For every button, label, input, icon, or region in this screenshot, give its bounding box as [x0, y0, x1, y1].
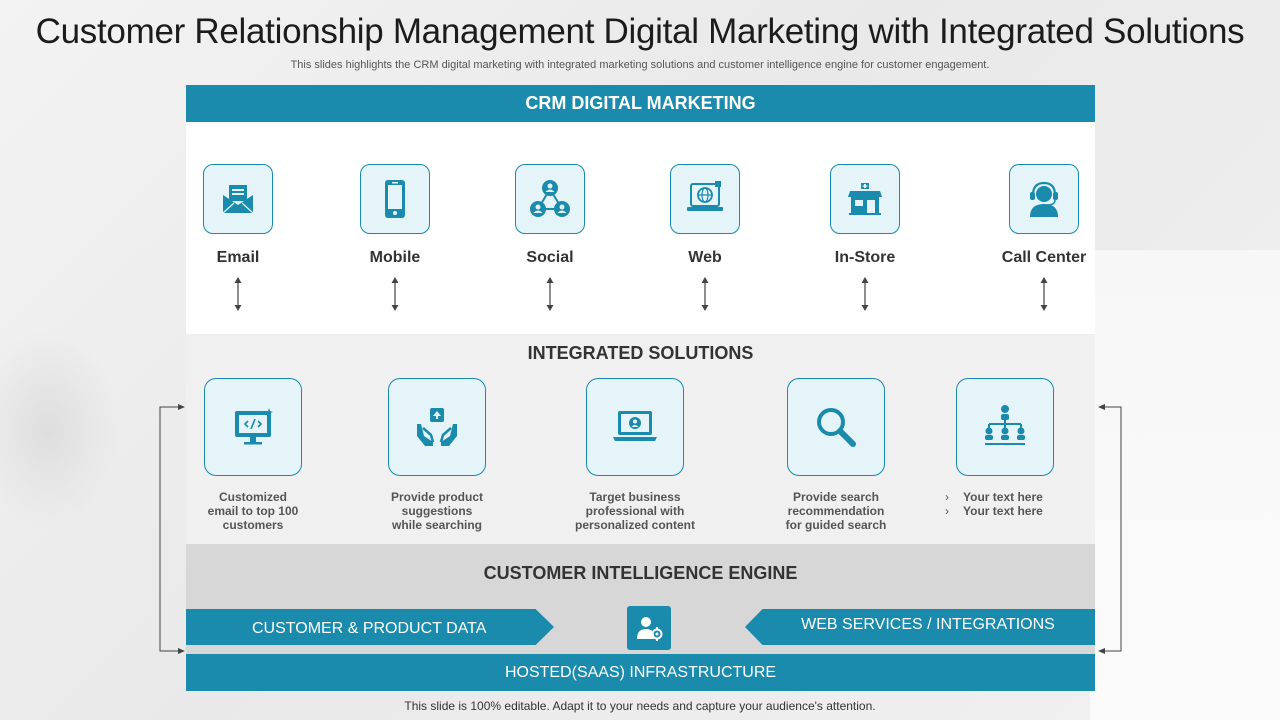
web-icon — [670, 164, 740, 234]
bullet-list: Your text here Your text here — [945, 490, 1065, 518]
hand-upload-icon — [388, 378, 486, 476]
channel-social: Social — [495, 164, 605, 316]
store-icon — [830, 164, 900, 234]
channel-web: Web — [650, 164, 760, 316]
integrated-solutions-panel: INTEGRATED SOLUTIONS Customized email to… — [186, 334, 1095, 544]
solution-label: Provide search recommendation for guided… — [785, 490, 887, 532]
channel-label: Call Center — [1001, 249, 1087, 266]
right-connector-arrow — [1098, 404, 1122, 654]
page-title: Customer Relationship Management Digital… — [35, 12, 1245, 51]
solution-label: Provide product suggestions while search… — [390, 490, 483, 532]
channel-in-store: In-Store — [810, 164, 920, 316]
channel-mobile: Mobile — [340, 164, 450, 316]
magnifier-icon — [787, 378, 885, 476]
channel-label: Web — [688, 249, 722, 266]
solution-label: Target business professional with person… — [574, 490, 696, 532]
mobile-icon — [360, 164, 430, 234]
bidirectional-arrow — [546, 277, 554, 311]
laptop-user-icon — [586, 378, 684, 476]
page-subtitle: This slides highlights the CRM digital m… — [290, 59, 990, 71]
channel-call-center: Call Center — [989, 164, 1099, 316]
solution-item: Target business professional with person… — [550, 378, 720, 532]
social-network-icon — [515, 164, 585, 234]
channel-label: Email — [216, 249, 260, 266]
bullet-item: Your text here — [945, 490, 1065, 504]
background-decoration — [0, 330, 120, 530]
headset-icon — [1009, 164, 1079, 234]
bidirectional-arrow — [391, 277, 399, 311]
solution-item: Provide search recommendation for guided… — [751, 378, 921, 532]
bidirectional-arrow — [701, 277, 709, 311]
engine-title: CUSTOMER INTELLIGENCE ENGINE — [483, 563, 798, 583]
web-services-arrow: WEB SERVICES / INTEGRATIONS — [745, 609, 1095, 645]
channel-label: Mobile — [369, 249, 421, 266]
channel-email: Email — [183, 164, 293, 316]
user-settings-icon — [627, 606, 671, 650]
left-connector-arrow — [159, 404, 185, 654]
channel-label: In-Store — [834, 249, 896, 266]
solution-item: Provide product suggestions while search… — [352, 378, 522, 532]
crm-diagram: CRM DIGITAL MARKETING Email — [186, 85, 1095, 691]
integrated-solutions-title: INTEGRATED SOLUTIONS — [527, 343, 754, 363]
bullet-item: Your text here — [945, 504, 1065, 518]
monitor-code-icon — [204, 378, 302, 476]
customer-intelligence-panel: CUSTOMER INTELLIGENCE ENGINE CUSTOMER & … — [186, 544, 1095, 691]
customer-product-data-arrow: CUSTOMER & PRODUCT DATA — [186, 609, 554, 645]
solution-item: Customized email to top 100 customers — [168, 378, 338, 532]
channels-panel: Email Mobile — [186, 122, 1095, 334]
solution-item: Your text here Your text here — [945, 378, 1065, 518]
bidirectional-arrow — [1040, 277, 1048, 311]
channel-label: Social — [526, 249, 574, 266]
hosted-infrastructure-bar: HOSTED(SAAS) INFRASTRUCTURE — [186, 654, 1095, 691]
email-icon — [203, 164, 273, 234]
background-panel — [1090, 250, 1280, 720]
bidirectional-arrow — [234, 277, 242, 311]
crm-header: CRM DIGITAL MARKETING — [186, 85, 1095, 122]
hierarchy-icon — [956, 378, 1054, 476]
bidirectional-arrow — [861, 277, 869, 311]
footer-note: This slide is 100% editable. Adapt it to… — [404, 699, 876, 713]
solution-label: Customized email to top 100 customers — [207, 490, 299, 532]
